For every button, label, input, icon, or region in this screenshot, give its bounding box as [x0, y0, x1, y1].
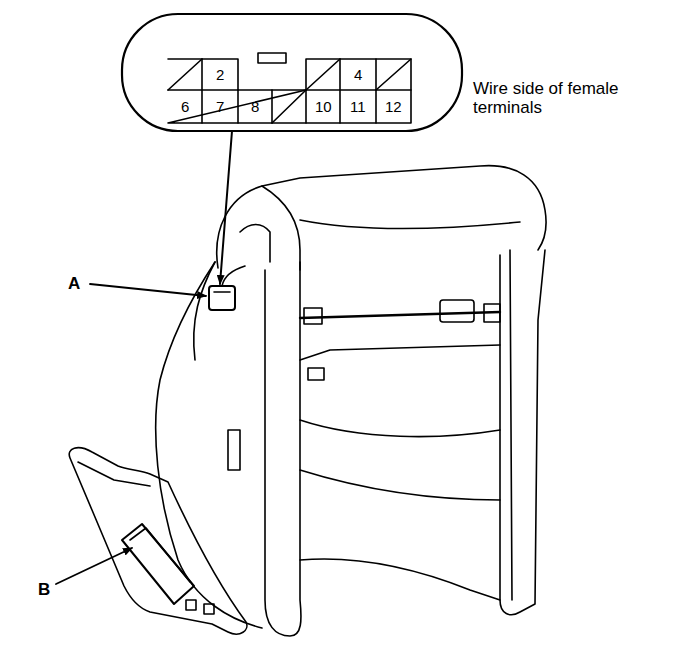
pin-number: 11: [350, 99, 366, 116]
pin-number: 6: [181, 99, 189, 116]
leader-arrow: [56, 548, 132, 584]
pin-number: 10: [315, 99, 332, 116]
connector-face: [168, 53, 411, 123]
pin-number: 7: [216, 99, 224, 116]
pin-number: 2: [216, 67, 224, 84]
pin-number: 12: [385, 99, 402, 116]
pin-number: 8: [251, 99, 259, 116]
seat-back: [69, 166, 546, 636]
callout-letter: A: [68, 275, 80, 294]
callout-letter: B: [38, 581, 50, 600]
callout-bubble: [122, 14, 462, 131]
leader-arrow: [90, 284, 206, 296]
view-note: Wire side of female terminals: [473, 79, 663, 117]
pin-number: 4: [354, 67, 362, 84]
